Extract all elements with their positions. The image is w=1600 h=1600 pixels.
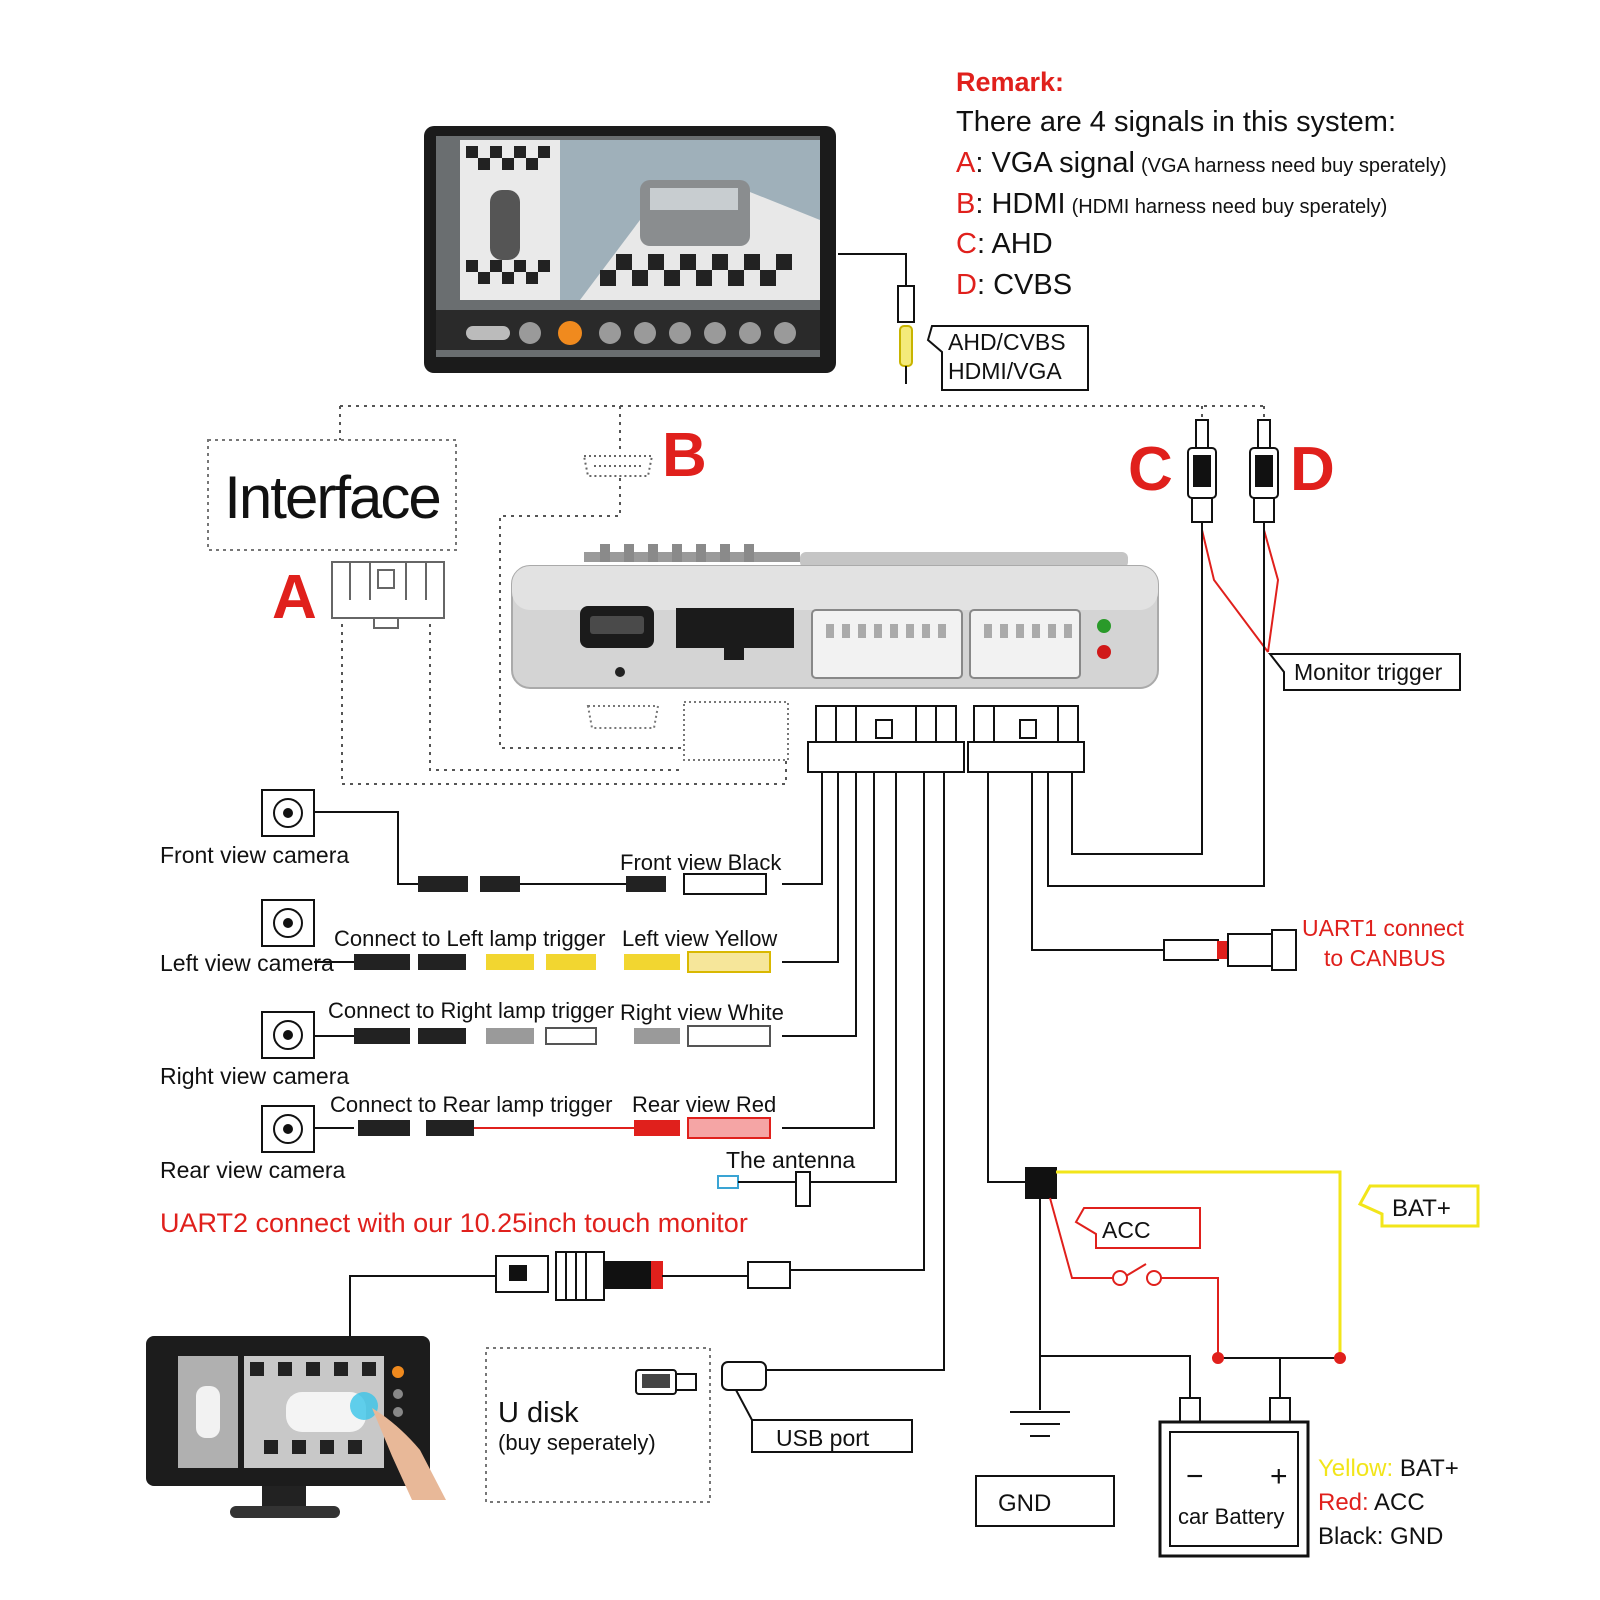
svg-text:Left view Yellow: Left view Yellow <box>622 926 777 951</box>
power-wiring <box>1010 1167 1346 1437</box>
acc-label: ACC <box>1074 1207 1201 1249</box>
svg-text:USB port: USB port <box>776 1425 870 1451</box>
svg-text:Black: GND: Black: GND <box>1318 1523 1443 1550</box>
svg-text:Yellow: BAT+: Yellow: BAT+ <box>1318 1455 1459 1482</box>
svg-text:ACC: ACC <box>1102 1217 1151 1243</box>
bat-plus-label: BAT+ <box>1357 1184 1480 1228</box>
hdmi-connector-b <box>582 455 654 477</box>
head-unit-monitor <box>424 126 836 373</box>
svg-text:U disk: U disk <box>498 1397 579 1429</box>
uart1-line1: UART1 connect <box>1302 915 1465 941</box>
monitor-trigger-label: Monitor trigger <box>1267 653 1461 691</box>
vga-connector-a <box>331 561 445 629</box>
svg-text:Connect to Right lamp trigger: Connect to Right lamp trigger <box>328 998 614 1023</box>
svg-text:AHD/CVBS: AHD/CVBS <box>948 329 1066 355</box>
letter-b: B <box>662 421 707 490</box>
cd-cables <box>987 522 1265 1183</box>
svg-text:Right view camera: Right view camera <box>160 1063 349 1089</box>
interface-label: Interface <box>207 439 457 551</box>
svg-text:Interface: Interface <box>224 464 439 531</box>
signal-c: C: AHD <box>956 228 1053 260</box>
uart1-connector <box>1163 929 1297 971</box>
signal-b: B: HDMI(HDMI harness need buy sperately) <box>956 188 1387 220</box>
left-camera-row: Left view camera Connect to Left lamp tr… <box>160 899 777 976</box>
uart2-label: UART2 connect with our 10.25inch touch m… <box>160 1208 748 1238</box>
svg-text:Monitor trigger: Monitor trigger <box>1294 659 1443 685</box>
letter-d: D <box>1290 435 1335 504</box>
rca-connectors <box>1187 419 1279 523</box>
svg-text:Left view camera: Left view camera <box>160 950 334 976</box>
svg-text:GND: GND <box>998 1490 1051 1517</box>
wire-color-legend: Yellow: BAT+ Red: ACC Black: GND <box>1318 1455 1459 1550</box>
front-camera-row: Front view camera Front view Black <box>160 789 782 895</box>
antenna: The antenna <box>717 1147 855 1207</box>
svg-text:Connect to Rear lamp trigger: Connect to Rear lamp trigger <box>330 1092 612 1117</box>
uart2-connector <box>349 1251 791 1336</box>
signal-bus <box>339 405 1265 785</box>
svg-text:Rear view Red: Rear view Red <box>632 1092 776 1117</box>
touch-monitor <box>146 1336 446 1518</box>
lower-dashed-connectors <box>586 701 789 761</box>
svg-text:car Battery: car Battery <box>1178 1504 1284 1529</box>
svg-text:Front view Black: Front view Black <box>620 850 782 875</box>
car-battery: − + car Battery <box>1158 1397 1310 1558</box>
svg-text:HDMI/VGA: HDMI/VGA <box>948 358 1062 384</box>
harness-trunks <box>766 772 945 1371</box>
letter-c: C <box>1128 435 1173 504</box>
svg-text:(buy seperately): (buy seperately) <box>498 1430 656 1455</box>
svg-text:Connect to Left lamp trigger: Connect to Left lamp trigger <box>334 926 605 951</box>
svg-text:−: − <box>1186 1460 1204 1493</box>
uart1-line2: to CANBUS <box>1324 945 1445 971</box>
svg-text:BAT+: BAT+ <box>1392 1195 1451 1222</box>
monitor-connector-label: AHD/CVBS HDMI/VGA <box>926 325 1089 391</box>
svg-text:+: + <box>1270 1460 1288 1493</box>
svg-text:Red: ACC: Red: ACC <box>1318 1489 1425 1516</box>
remark-intro: There are 4 signals in this system: <box>956 106 1396 138</box>
usb-port: USB port <box>721 1361 913 1453</box>
svg-text:Front view camera: Front view camera <box>160 842 349 868</box>
letter-a: A <box>272 563 317 632</box>
signal-d: D: CVBS <box>956 269 1072 301</box>
signal-a: A: VGA signal(VGA harness need buy spera… <box>956 147 1447 179</box>
udisk-area: U disk (buy seperately) <box>485 1347 711 1503</box>
right-camera-row: Right view camera Connect to Right lamp … <box>160 998 784 1089</box>
gnd-label: GND <box>975 1475 1115 1527</box>
interface-box <box>511 544 1159 689</box>
main-harness-connectors <box>807 705 1085 773</box>
svg-text:The antenna: The antenna <box>726 1147 855 1173</box>
svg-text:Rear view camera: Rear view camera <box>160 1157 346 1183</box>
monitor-trigger-wires <box>1201 529 1280 653</box>
remark-block: Remark: There are 4 signals in this syst… <box>956 67 1447 301</box>
monitor-cable <box>838 253 915 384</box>
rear-camera-row: Rear view camera Connect to Rear lamp tr… <box>160 1092 776 1183</box>
svg-text:Right view White: Right view White <box>620 1000 784 1025</box>
remark-heading: Remark: <box>956 67 1064 97</box>
